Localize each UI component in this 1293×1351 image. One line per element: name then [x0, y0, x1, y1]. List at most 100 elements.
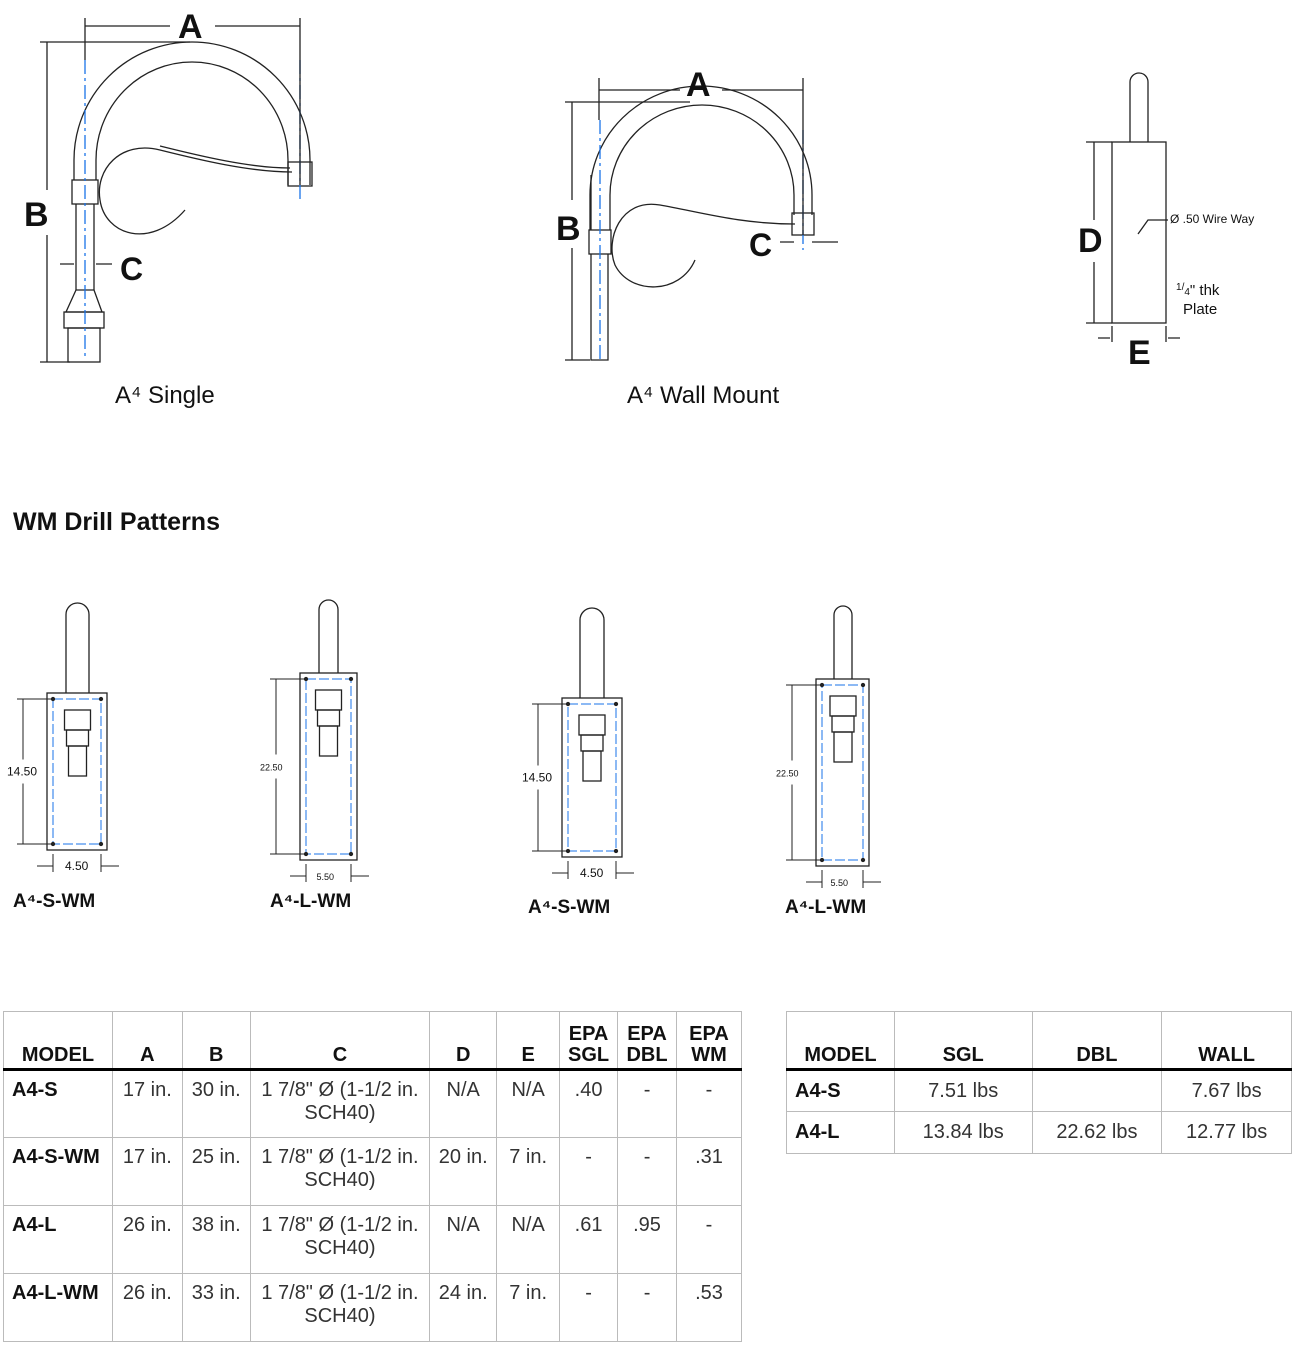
stem	[833, 605, 853, 679]
dim-b-wall: B	[556, 210, 581, 248]
dimension-lines	[270, 678, 369, 882]
bolt-pattern	[567, 703, 617, 852]
table-cell: N/A	[429, 1069, 498, 1138]
model-cell: A4-S-WM	[3, 1137, 113, 1206]
bolt-hole	[860, 857, 866, 863]
dim-b-single: B	[24, 196, 49, 234]
drawings-canvas: A B C A B C D E Ø .50 Wire Way 1/4" thk …	[7, 8, 1254, 888]
bolt-hole	[348, 676, 354, 682]
model-cell: A4-L-WM	[3, 1273, 113, 1342]
table-cell: -	[676, 1205, 742, 1274]
bolt-pattern	[821, 684, 864, 861]
collar	[316, 709, 341, 727]
collar	[833, 731, 853, 763]
table-cell: 1 7/8" Ø (1-1/2 in. SCH40)	[249, 1137, 431, 1206]
column-header: A	[111, 1011, 183, 1071]
table-cell: 26 in.	[111, 1273, 183, 1342]
bolt-hole	[613, 701, 619, 707]
table-cell: 7 in.	[496, 1273, 561, 1342]
model-cell: A4-S	[786, 1069, 895, 1112]
plate-thickness: 1/4" thk	[1176, 282, 1220, 299]
table-cell: 26 in.	[111, 1205, 183, 1274]
width-dimension: 4.50	[65, 859, 89, 873]
caption-single: A⁴ Single	[115, 382, 215, 409]
column-header: SGL	[893, 1011, 1033, 1071]
stem	[65, 602, 90, 693]
caption-wall-mount: A⁴ Wall Mount	[627, 382, 780, 409]
dimension-lines	[786, 684, 881, 888]
bolt-hole	[565, 848, 571, 854]
wall-mount-drawing	[565, 78, 838, 361]
dim-c-single: C	[120, 251, 143, 287]
bolt-hole	[50, 841, 56, 847]
dimension-lines	[532, 703, 634, 879]
stem	[579, 607, 605, 698]
table-cell: 17 in.	[111, 1069, 183, 1138]
bolt-hole	[860, 682, 866, 688]
model-cell: A4-L	[786, 1111, 895, 1154]
table-cell: N/A	[496, 1069, 561, 1138]
bolt-hole	[98, 696, 104, 702]
column-header: EPA SGL	[559, 1011, 619, 1071]
bolt-hole	[565, 701, 571, 707]
table-cell: 24 in.	[429, 1273, 498, 1342]
model-cell: A4-L	[3, 1205, 113, 1274]
table-cell: N/A	[429, 1205, 498, 1274]
table-cell: -	[617, 1137, 677, 1206]
collar	[63, 709, 92, 731]
table-cell: -	[617, 1069, 677, 1138]
table-cell: -	[559, 1137, 619, 1206]
table-cell: 17 in.	[111, 1137, 183, 1206]
drill-pattern-1: 14.504.50	[7, 602, 119, 873]
table-cell: .61	[559, 1205, 619, 1274]
table-cell: 33 in.	[181, 1273, 251, 1342]
width-dimension: 5.50	[317, 872, 335, 882]
column-header: EPA DBL	[617, 1011, 677, 1071]
collar	[582, 750, 602, 782]
bolt-hole	[303, 676, 309, 682]
height-dimension: 14.50	[522, 771, 552, 785]
table-cell: 1 7/8" Ø (1-1/2 in. SCH40)	[249, 1205, 431, 1274]
wire-way-label: Ø .50 Wire Way	[1170, 212, 1254, 226]
bolt-hole	[819, 682, 825, 688]
plate-drawing	[1086, 72, 1180, 342]
table-cell: 22.62 lbs	[1031, 1111, 1163, 1154]
mount-plate	[46, 692, 108, 851]
table-cell: 7 in.	[496, 1137, 561, 1206]
drill-label-1: A⁴-S-WM	[13, 891, 96, 912]
drill-patterns-title: WM Drill Patterns	[13, 508, 220, 536]
table-cell: N/A	[496, 1205, 561, 1274]
table-cell: .31	[676, 1137, 742, 1206]
width-dimension: 5.50	[831, 878, 849, 888]
table-cell: 12.77 lbs	[1161, 1111, 1292, 1154]
column-header: WALL	[1161, 1011, 1292, 1071]
table-cell: -	[676, 1069, 742, 1138]
bolt-hole	[50, 696, 56, 702]
column-header: C	[249, 1011, 431, 1071]
table-cell: 20 in.	[429, 1137, 498, 1206]
stem	[318, 599, 339, 673]
collar	[65, 729, 90, 747]
mount-plate	[561, 697, 623, 858]
table-cell: 38 in.	[181, 1205, 251, 1274]
drill-label-4: A⁴-L-WM	[785, 897, 867, 918]
table-cell: 7.67 lbs	[1161, 1069, 1292, 1112]
column-header: E	[496, 1011, 561, 1071]
column-header: B	[181, 1011, 251, 1071]
bolt-hole	[303, 851, 309, 857]
bolt-pattern	[305, 678, 352, 855]
height-dimension: 22.50	[260, 763, 283, 773]
thk-slash: /	[1182, 282, 1185, 293]
bolt-hole	[348, 851, 354, 857]
table-cell: 1 7/8" Ø (1-1/2 in. SCH40)	[249, 1069, 431, 1138]
thk-den: 4	[1184, 287, 1190, 298]
single-arm-drawing	[40, 18, 313, 363]
collar	[578, 714, 606, 736]
table-cell: 25 in.	[181, 1137, 251, 1206]
